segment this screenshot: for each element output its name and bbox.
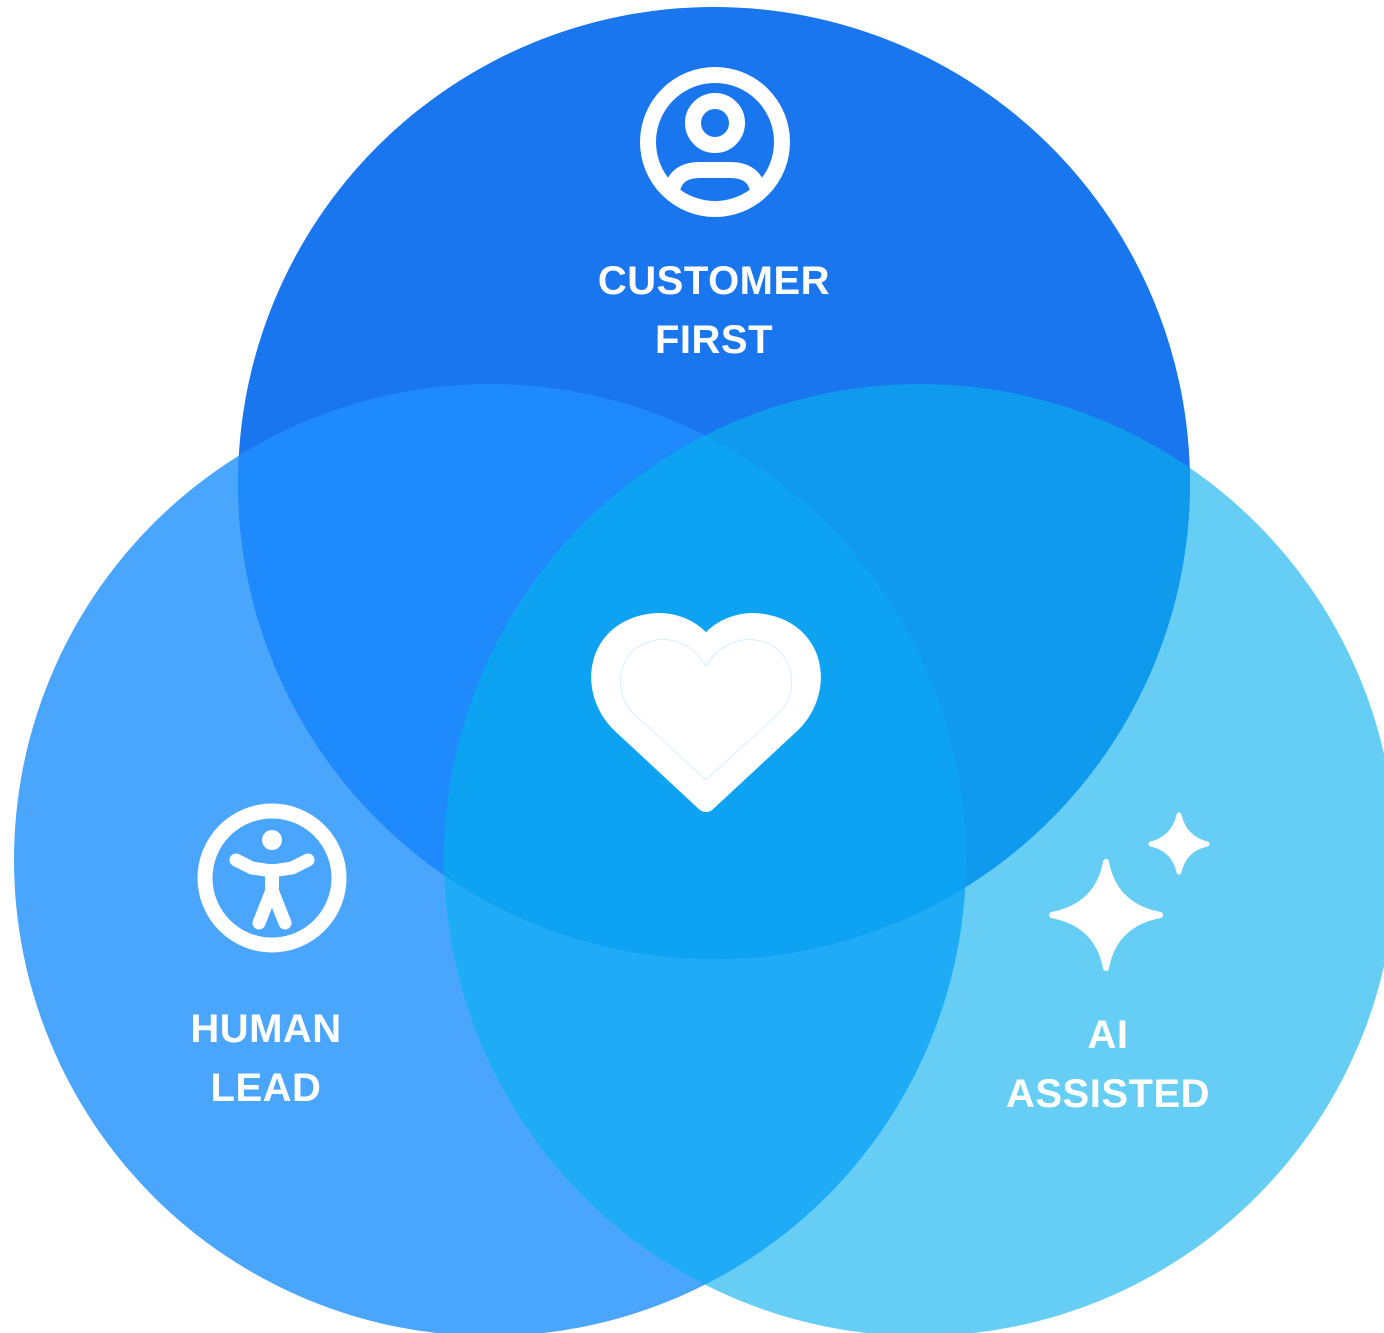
label-human-lead-line-2: LEAD — [210, 1066, 322, 1110]
accessibility-person-icon — [197, 803, 347, 953]
label-customer-first: CUSTOMER FIRST — [514, 252, 914, 370]
label-customer-first-line-1: CUSTOMER — [597, 259, 831, 303]
label-ai-assisted-line-1: AI — [1087, 1013, 1129, 1057]
label-ai-assisted-line-2: ASSISTED — [1005, 1072, 1211, 1116]
label-ai-assisted: AI ASSISTED — [908, 1006, 1308, 1124]
label-human-lead: HUMAN LEAD — [66, 1000, 466, 1118]
label-human-lead-line-1: HUMAN — [190, 1007, 342, 1051]
sparkles-icon — [1049, 812, 1210, 971]
user-circle-icon — [640, 67, 790, 217]
heart-icon — [591, 613, 821, 812]
label-customer-first-line-2: FIRST — [654, 318, 774, 362]
